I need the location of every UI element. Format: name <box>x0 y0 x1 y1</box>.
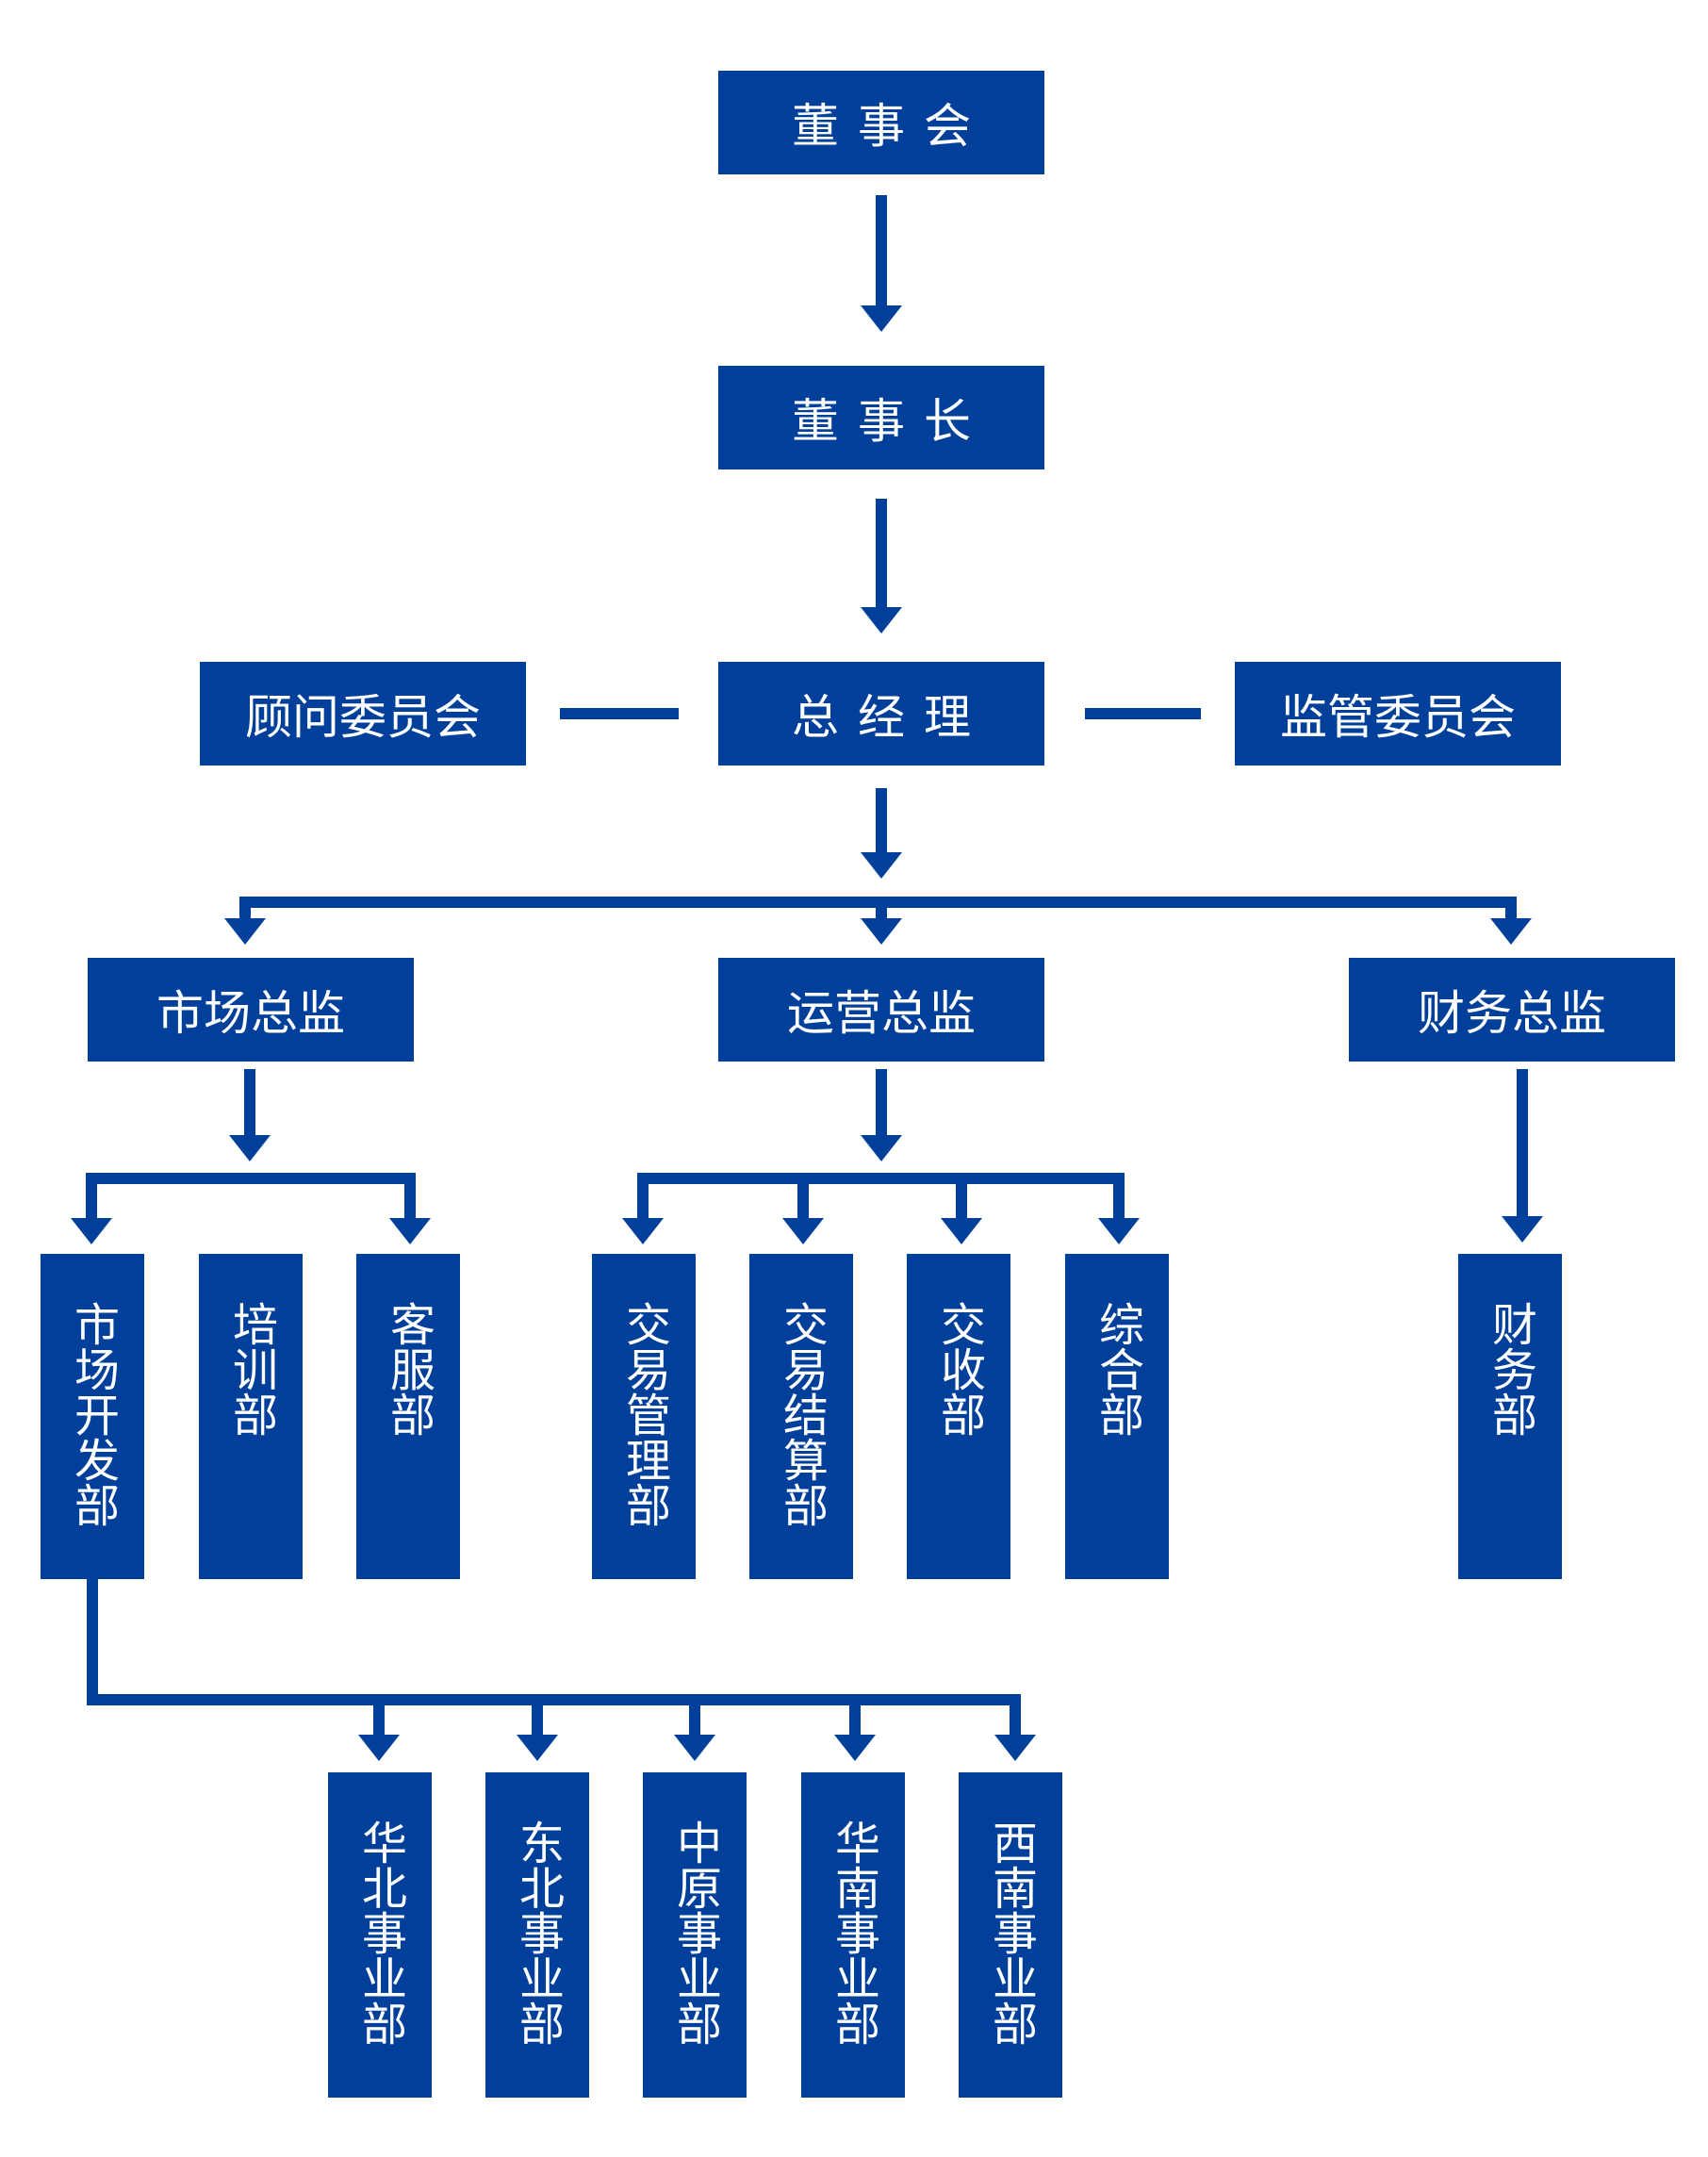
node-north-china-division: 华北事业部 <box>328 1772 432 2098</box>
node-finance-director-label: 财务总监 <box>1418 986 1606 1041</box>
node-delivery-dept: 交收部 <box>907 1254 1010 1579</box>
node-board-label: 董事会 <box>792 99 990 154</box>
node-customer-service-dept: 客服部 <box>356 1254 460 1579</box>
node-delivery-dept-label: 交收部 <box>932 1301 985 1437</box>
arrow-operations-to-bus-head <box>861 1135 902 1161</box>
node-central-plains-division-label: 中原事业部 <box>668 1819 721 2046</box>
node-operations-director-label: 运营总监 <box>787 986 976 1041</box>
node-trade-management-dept-label: 交易管理部 <box>617 1301 670 1527</box>
node-south-china-division-label: 华南事业部 <box>827 1819 879 2046</box>
node-southwest-division-label: 西南事业部 <box>984 1819 1037 2046</box>
node-supervisory-committee-label: 监管委员会 <box>1280 690 1516 745</box>
node-north-china-division-label: 华北事业部 <box>353 1819 406 2046</box>
arrow-board-to-chairman-head <box>861 305 902 332</box>
node-southwest-division: 西南事业部 <box>959 1772 1062 2098</box>
node-trade-settlement-dept: 交易结算部 <box>749 1254 853 1579</box>
node-supervisory-committee: 监管委员会 <box>1235 662 1561 766</box>
arrow-to-trade-management-head <box>622 1218 664 1244</box>
arrow-to-market-dev-head <box>71 1218 112 1244</box>
node-training-dept: 培训部 <box>199 1254 303 1579</box>
node-market-development-dept-label: 市场开发部 <box>66 1301 119 1527</box>
arrow-to-southwest-head <box>994 1735 1036 1761</box>
node-chairman-label: 董事长 <box>792 394 990 449</box>
node-general-affairs-dept-label: 综合部 <box>1091 1301 1143 1437</box>
node-trade-management-dept: 交易管理部 <box>592 1254 696 1579</box>
node-northeast-division: 东北事业部 <box>485 1772 589 2098</box>
arrow-to-south-china-head <box>834 1735 876 1761</box>
node-marketing-director: 市场总监 <box>88 958 414 1062</box>
node-operations-director: 运营总监 <box>718 958 1044 1062</box>
arrow-to-northeast-head <box>517 1735 558 1761</box>
arrow-to-finance-dept-head <box>1502 1216 1543 1243</box>
arrow-to-customer-service-head <box>389 1218 431 1244</box>
node-chairman: 董事长 <box>718 366 1044 469</box>
node-market-development-dept: 市场开发部 <box>41 1254 144 1579</box>
node-finance-dept-label: 财务部 <box>1484 1301 1536 1437</box>
node-training-dept-label: 培训部 <box>224 1301 277 1437</box>
node-northeast-division-label: 东北事业部 <box>511 1819 564 2046</box>
node-general-manager: 总经理 <box>718 662 1044 766</box>
node-finance-dept: 财务部 <box>1458 1254 1562 1579</box>
arrow-gm-to-bus-head <box>861 852 902 879</box>
arrow-to-general-affairs-head <box>1098 1218 1140 1244</box>
node-general-manager-label: 总经理 <box>792 690 990 745</box>
arrow-to-operations-director-head <box>861 918 902 945</box>
node-advisory-committee-label: 顾问委员会 <box>245 690 481 745</box>
node-south-china-division: 华南事业部 <box>801 1772 905 2098</box>
arrow-to-trade-settlement-head <box>782 1218 824 1244</box>
node-customer-service-dept-label: 客服部 <box>382 1301 435 1437</box>
arrow-to-delivery-head <box>941 1218 982 1244</box>
node-marketing-director-label: 市场总监 <box>156 986 345 1041</box>
arrow-to-north-china-head <box>358 1735 400 1761</box>
arrow-marketing-to-bus-head <box>229 1135 271 1161</box>
node-finance-director: 财务总监 <box>1349 958 1675 1062</box>
arrow-to-finance-director-head <box>1490 918 1532 945</box>
node-board: 董事会 <box>718 71 1044 174</box>
node-advisory-committee: 顾问委员会 <box>200 662 526 766</box>
node-general-affairs-dept: 综合部 <box>1065 1254 1169 1579</box>
arrow-to-central-plains-head <box>674 1735 715 1761</box>
node-central-plains-division: 中原事业部 <box>643 1772 747 2098</box>
arrow-chairman-to-gm-head <box>861 607 902 634</box>
node-trade-settlement-dept-label: 交易结算部 <box>775 1301 828 1527</box>
arrow-to-marketing-director-head <box>224 918 266 945</box>
